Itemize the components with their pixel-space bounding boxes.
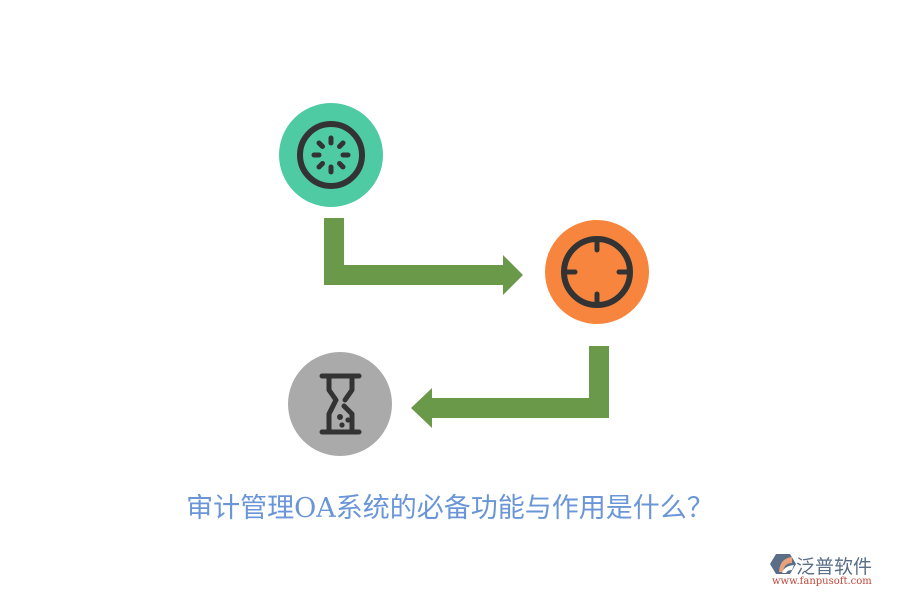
loading-spinner-icon bbox=[297, 121, 365, 189]
node-end bbox=[288, 352, 392, 456]
hourglass-icon bbox=[319, 373, 362, 435]
watermark-logo: 泛普软件 www.fanpusoft.com bbox=[768, 552, 898, 592]
diagram-title: 审计管理OA系统的必备功能与作用是什么？ bbox=[186, 493, 714, 524]
fanpu-logo-icon bbox=[770, 554, 796, 574]
brand-url: www.fanpusoft.com bbox=[772, 576, 872, 587]
crosshair-icon bbox=[561, 236, 633, 308]
node-start bbox=[279, 103, 383, 207]
brand-name: 泛普软件 bbox=[796, 556, 873, 578]
node-target bbox=[545, 220, 649, 324]
